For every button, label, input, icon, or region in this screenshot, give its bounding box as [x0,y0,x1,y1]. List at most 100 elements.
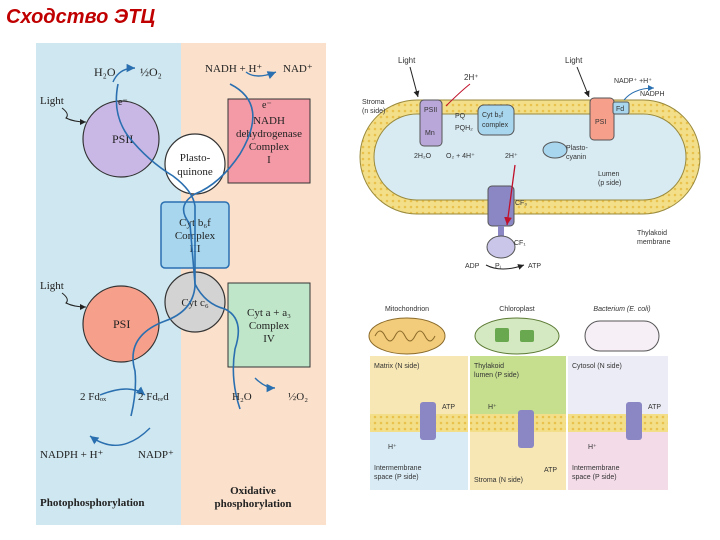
comparison-panel: Mitochondrion Chloroplast Bacterium (E. … [368,306,668,490]
thylakoid-membrane-label-1: Thylakoid [637,230,667,237]
bact-title: Bacterium (E. coli) [593,306,650,313]
half-o2-top-label: ½O₂ [140,65,162,79]
mito-bottom-label-2: space (P side) [374,474,419,481]
plastoquinone-line1: Plasto- [180,152,211,164]
bact-membrane [568,414,668,432]
two-h-top-label: 2H⁺ [464,73,478,82]
cf-stalk [498,226,504,240]
plastoquinone-circle [164,133,226,195]
complex-iv-line1: Cyt a + a₃ [247,307,291,319]
chloro-grana-1 [495,328,509,342]
light-label-2: Light [40,280,64,292]
complex-i-line4: I [267,154,271,166]
oxidative-label-2: phosphorylation [214,498,291,510]
psii-complex [419,99,443,147]
complex-i-line1: NADH [253,115,285,127]
proton-flow-arrow [504,164,516,226]
photophosphorylation-label: Photophosphorylation [40,497,145,509]
light-left-label: Light [398,56,416,65]
complex-i-line2: dehydrogenase [236,128,302,140]
o2-arrow [254,377,276,393]
chloro-icon [474,317,560,355]
mn-label: Mn [425,130,435,137]
plastocyanin-label-2: cyanin [566,154,586,161]
light-arrow-1 [61,107,87,125]
mito-bottom-label-1: Intermembrane [374,465,422,472]
fd-red-label: 2 Fdᵣₑd [138,391,169,403]
chloro-top-zone [470,356,566,414]
stroma-label-1: Stroma [362,99,385,106]
pqh2-label: PQH₂ [455,125,473,132]
pq-label: PQ [455,113,466,120]
mito-cristae [374,330,436,342]
cf1-complex [486,235,516,259]
cyt-b6f-label-2: complex [482,122,509,129]
fd-box [612,101,630,115]
nadph-label: NADPH + H⁺ [40,449,104,461]
chloro-top-label-2: lumen (P side) [474,372,519,379]
lumen-label-1: Lumen [598,171,620,178]
adp-label: ADP [465,263,480,270]
oxidative-label-1: Oxidative [230,485,276,497]
e-label-2: e⁻ [262,100,272,111]
nadph-thy-label: NADPH [640,91,665,98]
complex-iv-box [227,282,311,368]
complex-iv-line2: Complex [249,320,290,332]
complex-i-line3: Complex [249,141,290,153]
chloro-h-label: H⁺ [488,404,497,411]
e-label-1: e⁻ [118,97,128,108]
plastoquinone-line2: quinone [177,166,213,178]
light-right-arrow [576,66,590,98]
mito-h-label: H⁺ [388,444,397,451]
two-h2o-label: 2H₂O [414,153,432,160]
psii-circle [82,100,160,178]
fd-ox-label: 2 Fdₒₓ [80,391,107,403]
cf1-label: CF₁ [514,240,526,247]
complex-i-box [227,98,311,184]
electron-path-oxid [182,83,254,410]
cfo-label: CF₀ [515,200,527,207]
bact-top-zone [568,356,668,414]
bact-bottom-label-1: Intermembrane [572,465,620,472]
nadp-label: NADP⁺ [138,449,174,461]
lumen-label-2: (p side) [598,180,621,187]
bact-atp-label: ATP [648,404,661,411]
atp-thy-label: ATP [528,263,541,270]
light-arrow-2 [61,292,87,310]
plastocyanin-label-1: Plasto- [566,145,588,152]
thylakoid-panel: Light Light Stroma (n side) PSII 2H⁺ PQ … [359,56,701,270]
bact-top-label: Cytosol (N side) [572,363,622,370]
complex-iv-line3: IV [263,333,275,345]
nadh-arrow [245,71,277,80]
mito-icon [368,317,446,355]
chloro-atp-synthase [518,410,534,448]
nadp-h-label: NADP⁺ +H⁺ [614,78,652,85]
nadph-formation-arrow [623,85,655,101]
proton-top-arrow [445,83,471,107]
mito-top-label: Matrix (N side) [374,363,420,370]
electron-path-photo [115,83,196,417]
mito-atp-label: ATP [442,404,455,411]
psi-label: PSI [113,317,130,331]
light-right-label: Light [565,56,583,65]
bacterium-icon [584,320,660,352]
stroma-label-2: (n side) [362,108,385,115]
mito-atp-synthase [420,402,436,440]
nadp-arrow [89,427,151,446]
chloro-atp-label: ATP [544,467,557,474]
cyt-b6f-complex [477,104,515,136]
atp-synthesis-arrow [485,264,525,270]
mito-membrane [370,414,468,432]
o2-h-label: O₂ + 4H⁺ [446,153,475,160]
chloro-title: Chloroplast [499,306,534,313]
mito-bottom-zone [370,432,468,490]
h2o-bottom-label: H₂O [232,391,252,403]
thylakoid-membrane-label-2: membrane [637,239,671,246]
bact-bottom-zone [568,432,668,490]
chloro-bottom-label: Stroma (N side) [474,477,523,484]
plastocyanin-blob [542,141,568,159]
chloro-grana-2 [520,330,534,342]
psi-complex [589,97,615,141]
two-h-bottom-label: 2H⁺ [505,153,518,160]
